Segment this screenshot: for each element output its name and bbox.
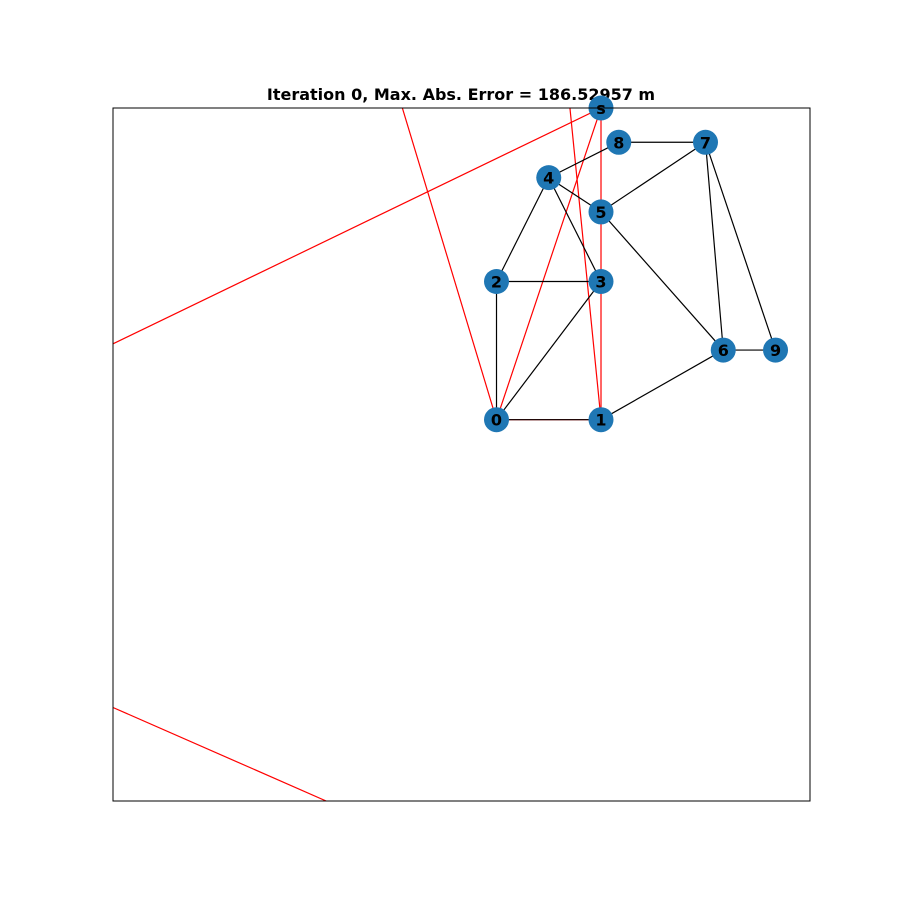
graph-edge-7-6	[704, 142, 724, 351]
figure-title: Iteration 0, Max. Abs. Error = 186.52957…	[267, 85, 655, 104]
node-label: 6	[718, 341, 729, 360]
graph-node-1: 1	[588, 407, 614, 433]
node-marker	[763, 337, 789, 363]
graph-node-5: 5	[588, 199, 614, 225]
node-marker	[588, 269, 614, 295]
node-marker	[588, 407, 614, 433]
node-label: 3	[595, 273, 606, 292]
graph-node-2: 2	[484, 269, 510, 295]
graph-edge-0-3	[496, 281, 602, 421]
error-line-0	[113, 108, 602, 345]
node-marker	[536, 165, 562, 191]
graph-node-9: 9	[763, 337, 789, 363]
graph-node-7: 7	[693, 129, 719, 155]
node-label: 7	[700, 133, 711, 152]
node-label: 1	[595, 411, 606, 430]
graph-edge-4-8	[548, 141, 620, 179]
graph-node-3: 3	[588, 269, 614, 295]
error-line-7	[113, 706, 327, 801]
node-marker	[693, 129, 719, 155]
graph-node-0: 0	[484, 407, 510, 433]
node-label: 8	[613, 133, 624, 152]
axes-frame	[112, 107, 811, 802]
graph-edge-5-7	[600, 141, 706, 213]
graph-edge-1-6	[600, 349, 724, 421]
graph-edge-2-4	[495, 177, 550, 282]
node-label: 9	[770, 341, 781, 360]
node-label: 5	[595, 203, 606, 222]
graph-node-4: 4	[536, 165, 562, 191]
graph-node-8: 8	[606, 129, 632, 155]
node-label: 4	[543, 169, 554, 188]
error-line-1	[401, 108, 498, 420]
graph-edge-5-6	[600, 211, 724, 351]
node-label: 2	[491, 273, 502, 292]
node-marker	[484, 269, 510, 295]
graph-edge-7-9	[704, 142, 777, 351]
graph-edge-4-3	[548, 177, 602, 282]
node-marker	[606, 129, 632, 155]
node-marker	[484, 407, 510, 433]
node-label: 0	[491, 411, 502, 430]
graph-node-6: 6	[710, 337, 736, 363]
node-marker	[710, 337, 736, 363]
node-marker	[588, 199, 614, 225]
